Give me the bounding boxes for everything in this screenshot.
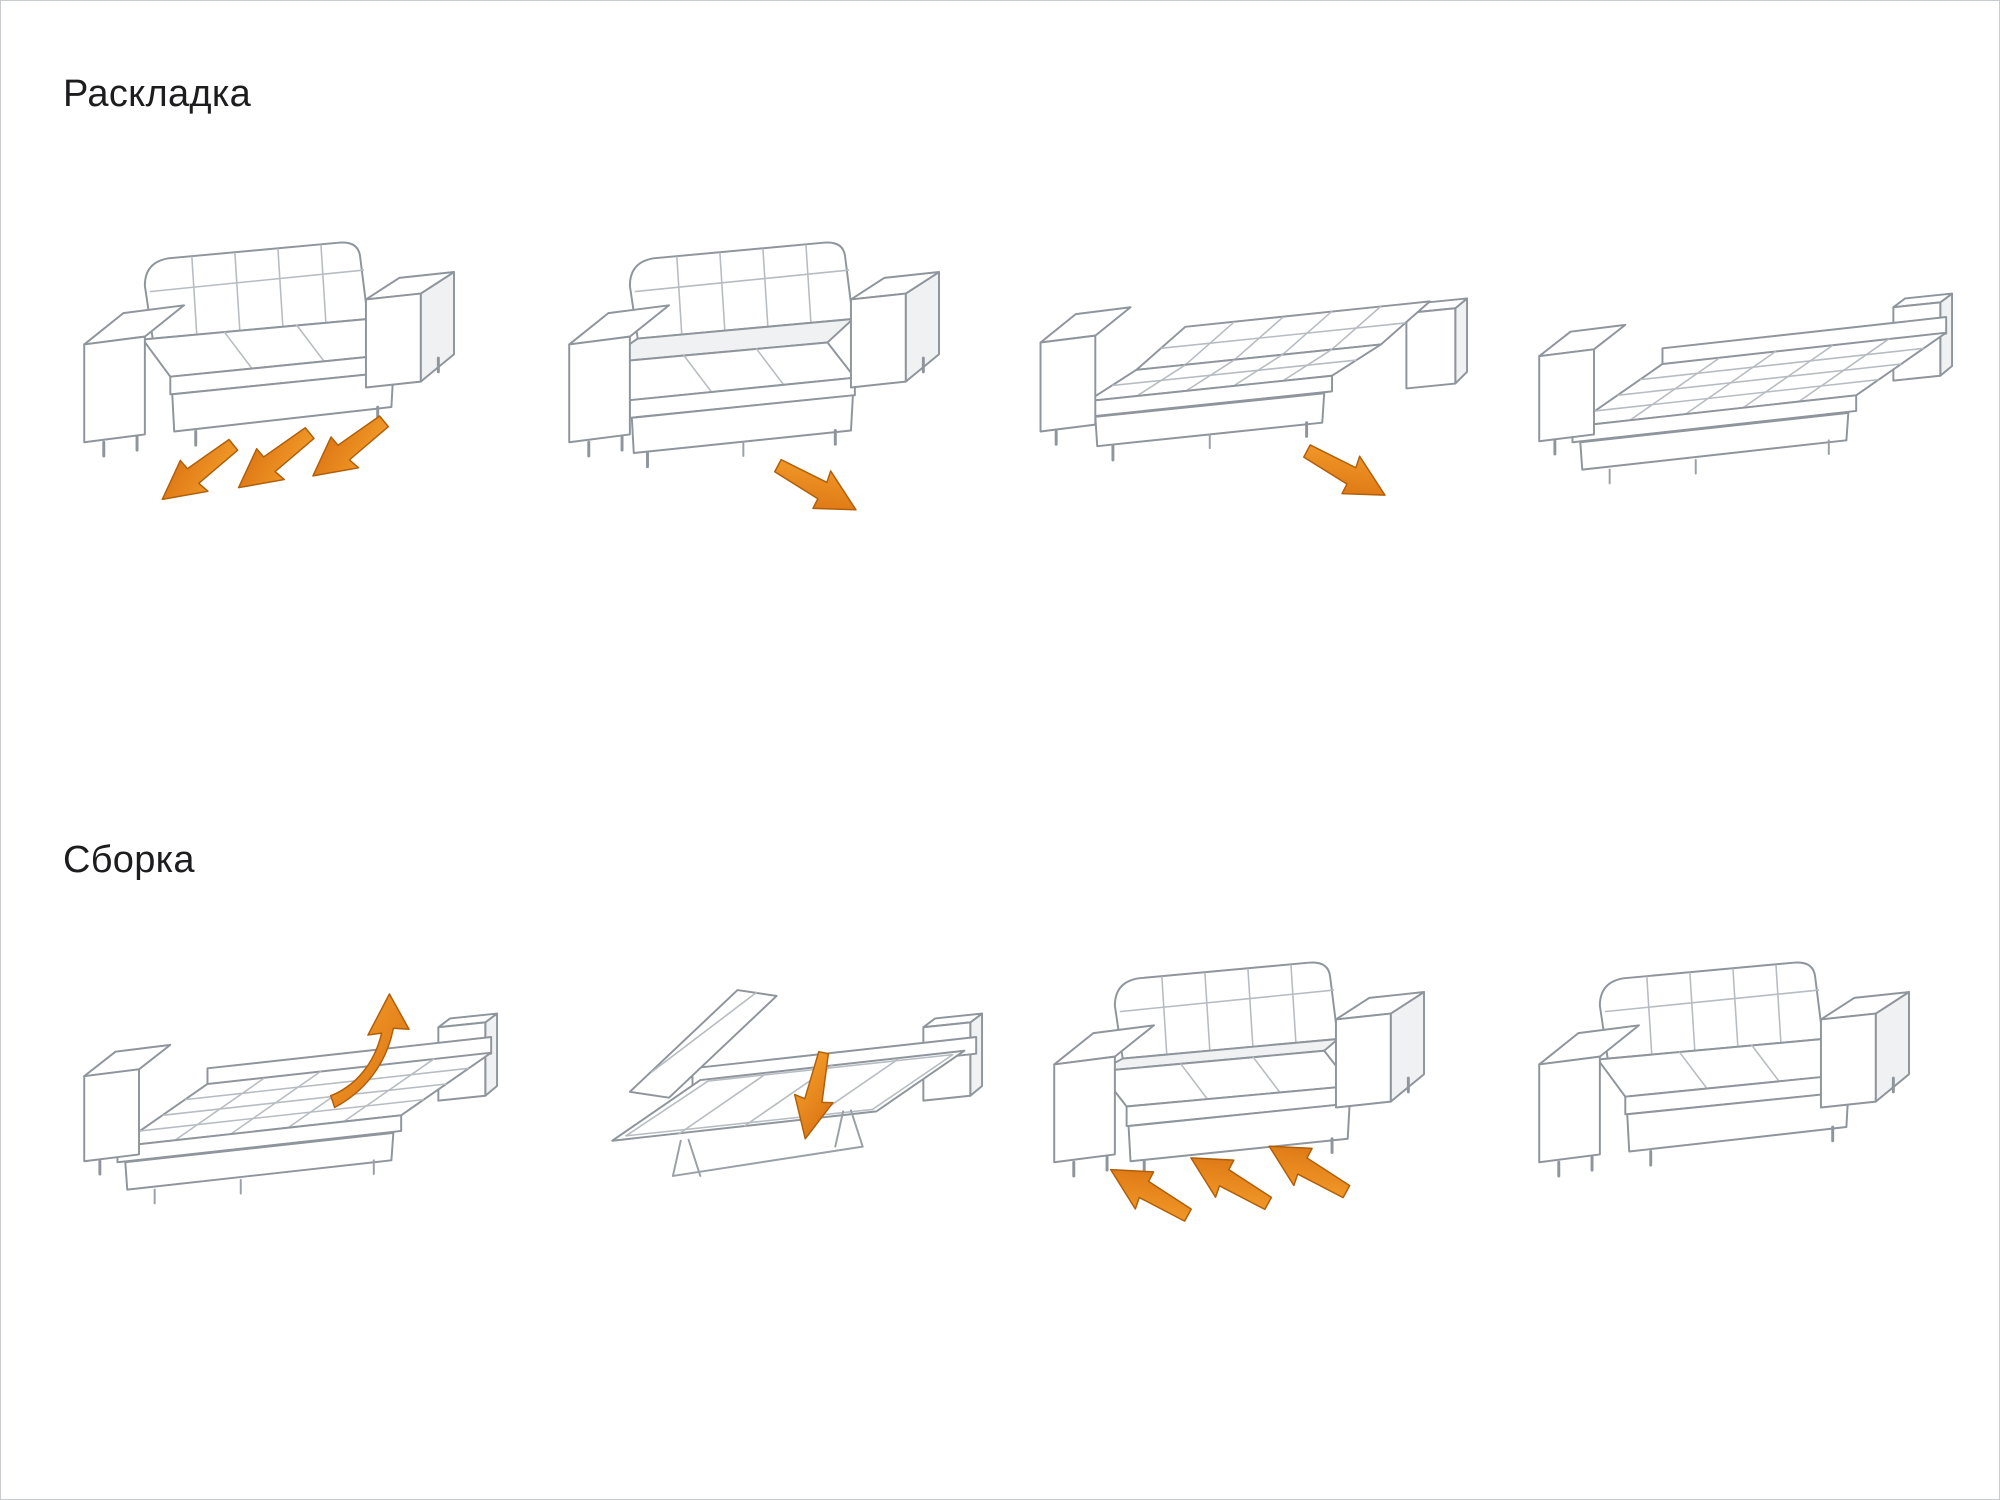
fold-section-title: Сборка <box>63 839 195 881</box>
seat-almost-in <box>1097 1049 1353 1177</box>
seat <box>141 318 396 447</box>
seat-pulled-out <box>601 341 856 469</box>
backrest <box>143 241 369 340</box>
fold-steps-row <box>31 916 1971 1251</box>
open-bed-frame <box>610 1049 965 1142</box>
left-armrest <box>1537 323 1626 456</box>
mattress <box>116 1051 492 1205</box>
sofa-closed-pull-out-arrows-icon <box>82 241 455 517</box>
pull-arrow-icon <box>766 444 867 529</box>
sofa-bed-lift-edge-icon <box>82 993 498 1205</box>
right-armrest <box>1819 991 1910 1109</box>
push-arrow-icon <box>1098 1150 1199 1236</box>
sofa-seat-pulled-forward-icon <box>567 241 940 529</box>
backrest <box>1113 961 1339 1060</box>
backrest <box>1598 961 1824 1060</box>
sofa-bed-fully-unfolded-icon <box>1537 292 1953 485</box>
unfold-step-2 <box>534 196 984 531</box>
sofa-backrest-folding-flat-icon <box>1039 297 1468 515</box>
fold-step-4 <box>1504 916 1954 1251</box>
left-armrest <box>1039 306 1131 446</box>
mattress <box>1571 331 1947 485</box>
sofa-frame-folding-down-icon <box>610 989 983 1177</box>
backrest <box>628 241 854 340</box>
unfold-step-4 <box>1504 196 1954 531</box>
fold-step-2 <box>534 916 984 1251</box>
folding-legs-mechanism <box>671 1109 864 1177</box>
unfold-steps-row <box>31 196 1971 531</box>
folded-mattress-wedge <box>628 989 778 1099</box>
left-armrest <box>82 1043 171 1176</box>
pull-arrow-icon <box>224 417 324 505</box>
right-armrest <box>364 271 455 389</box>
fold-step-3 <box>1019 916 1469 1251</box>
sofa-push-seat-back-arrows-icon <box>1052 961 1425 1236</box>
pull-arrow-icon <box>1295 430 1396 515</box>
unfold-section-title: Раскладка <box>63 73 252 115</box>
sofa-assembled-icon <box>1537 961 1910 1178</box>
seat <box>1596 1038 1851 1167</box>
pull-arrow-icon <box>148 429 248 517</box>
left-armrest <box>567 304 670 458</box>
unfold-step-3 <box>1019 196 1469 531</box>
fold-step-1 <box>49 916 499 1251</box>
unfold-step-1 <box>49 196 499 531</box>
right-armrest <box>849 271 940 389</box>
left-armrest <box>82 304 185 458</box>
left-armrest <box>1537 1024 1640 1178</box>
seat-section <box>1086 343 1382 462</box>
left-armrest <box>1052 1024 1155 1178</box>
right-armrest <box>1334 991 1425 1109</box>
pull-arrow-icon <box>299 405 399 493</box>
